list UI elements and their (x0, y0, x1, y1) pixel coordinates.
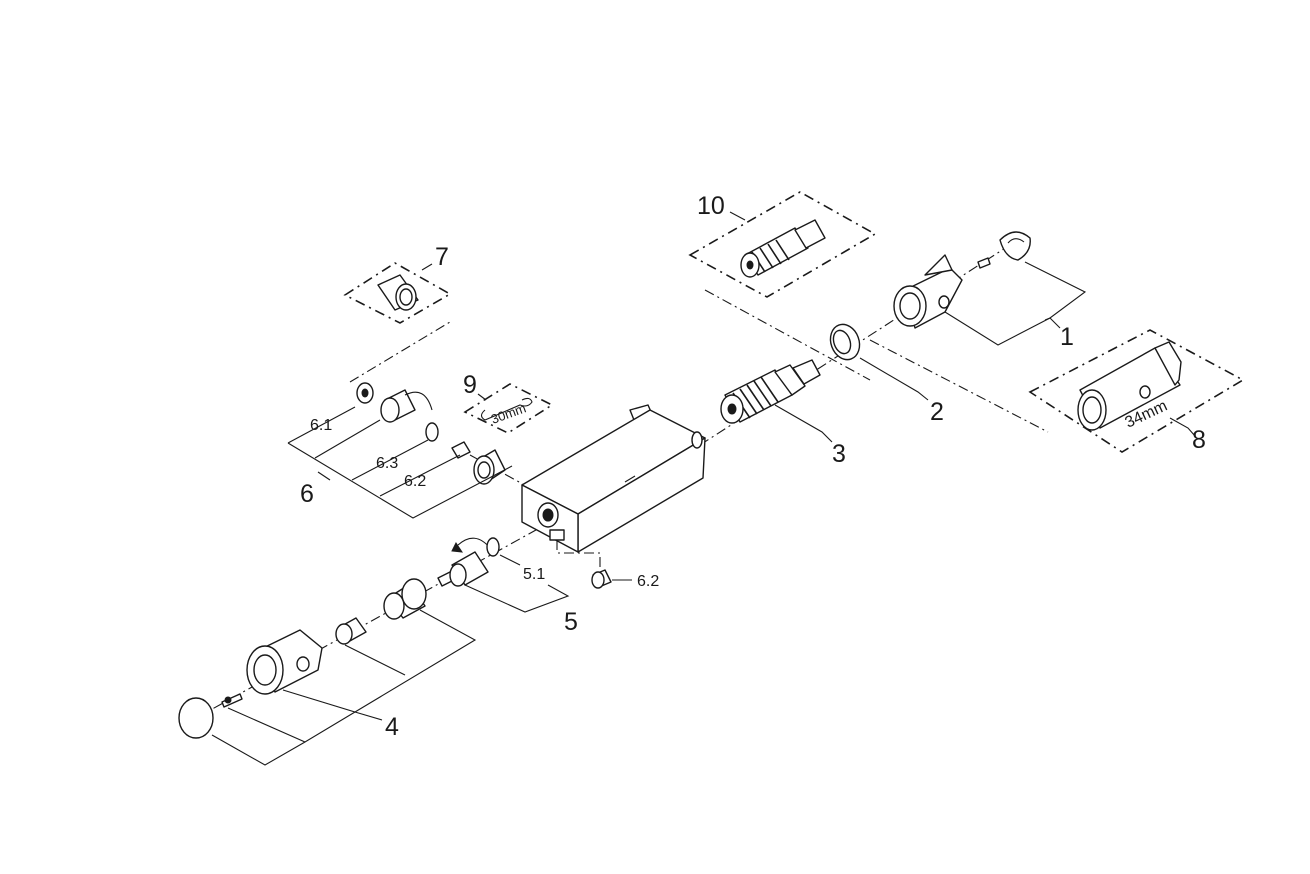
label-9: 9 (463, 371, 477, 399)
label-5: 5 (564, 608, 578, 636)
part-8-wrench-34mm (1028, 329, 1245, 453)
label-6-3: 6.3 (376, 455, 398, 472)
label-8: 8 (1192, 426, 1206, 454)
label-7: 7 (435, 243, 449, 271)
part-3-thermo-cartridge (720, 359, 821, 424)
part-6-check-valve-set (356, 382, 612, 589)
label-4: 4 (385, 713, 399, 741)
label-6-1: 6.1 (310, 417, 332, 434)
part-7-adapter (343, 262, 452, 324)
label-10: 10 (697, 192, 725, 220)
part-2-ring (829, 323, 861, 361)
label-6-2-lower: 6.2 (637, 573, 659, 590)
part-4-handle-set (178, 578, 427, 739)
label-6: 6 (300, 480, 314, 508)
part-5-flow-cartridge (437, 537, 500, 587)
part-labels: 1 2 3 4 5 5.1 6 6.1 6.3 6.2 6.2 7 8 9 10… (300, 192, 1206, 741)
thermostat-body (521, 404, 706, 553)
part-1-thermostat-handle (893, 231, 1031, 329)
label-6-2: 6.2 (404, 473, 426, 490)
label-3: 3 (832, 440, 846, 468)
leader-lines (211, 211, 1196, 766)
part-9-wrench-30mm (463, 383, 554, 434)
label-5-1: 5.1 (523, 566, 545, 583)
label-2: 2 (930, 398, 944, 426)
part-10-cartridge (688, 191, 877, 298)
label-1: 1 (1060, 323, 1074, 351)
label-30mm: 30mm (489, 400, 528, 426)
